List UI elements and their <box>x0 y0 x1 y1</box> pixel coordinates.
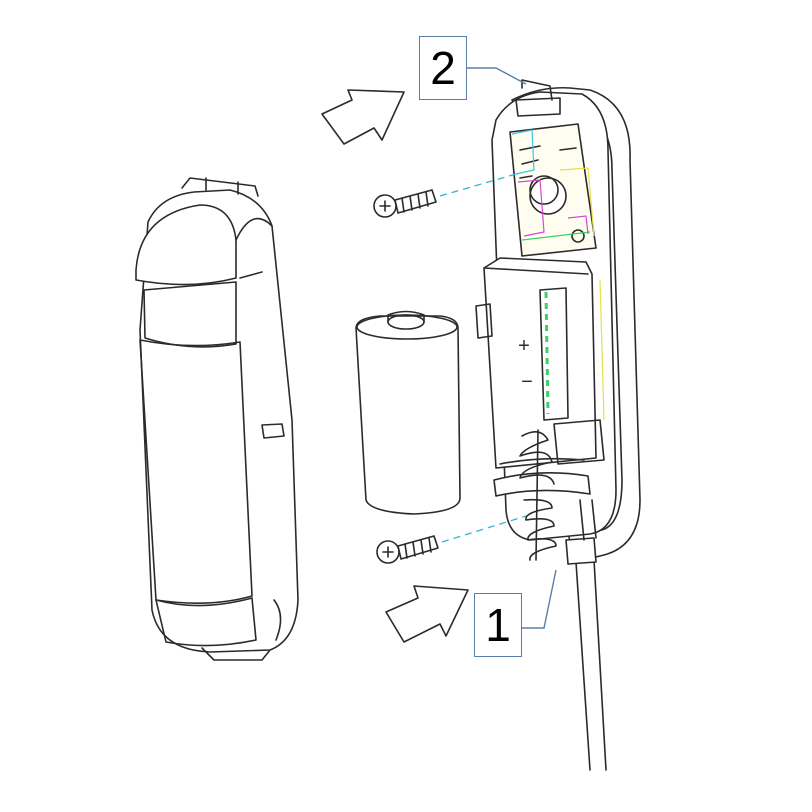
pcb <box>509 123 597 257</box>
minus-marking: − <box>521 371 533 393</box>
leader-lines <box>466 67 557 629</box>
screw-icon <box>373 189 437 218</box>
plus-marking: + <box>518 335 530 357</box>
front-cover <box>135 177 299 661</box>
battery-icon <box>355 310 461 515</box>
screw-icon <box>376 535 439 564</box>
arrow-icon <box>321 89 405 145</box>
guide-lines <box>439 173 527 543</box>
callout-label-1: 1 <box>474 593 522 657</box>
pcb-traces <box>511 129 605 421</box>
callout-label-2: 2 <box>419 36 467 100</box>
spring-icon <box>519 429 557 561</box>
arrow-icon <box>385 585 469 643</box>
